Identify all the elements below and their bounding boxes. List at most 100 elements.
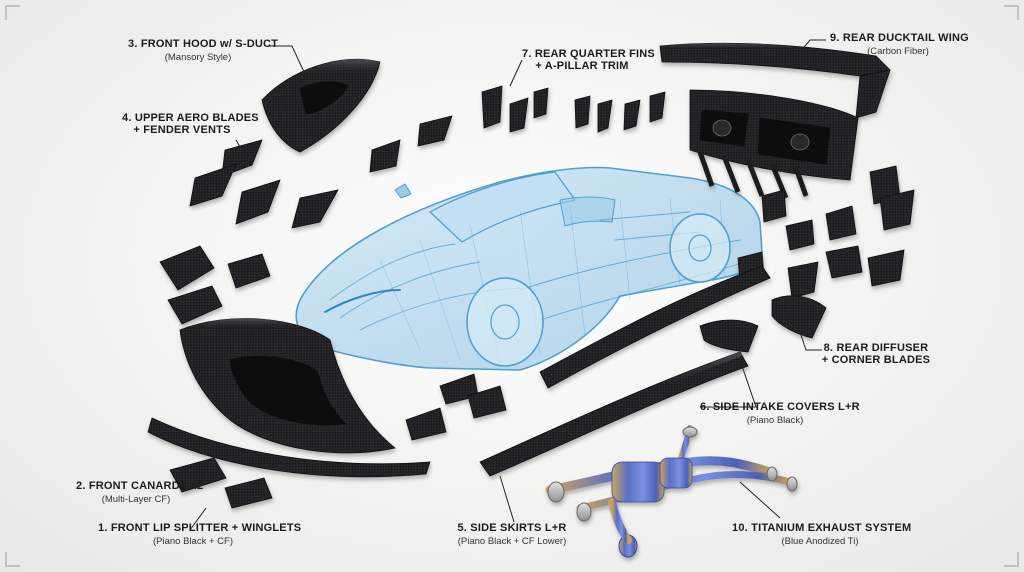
part-winglet-b xyxy=(224,477,273,509)
part-corner-blade-d xyxy=(761,189,787,223)
part-corner-blade-b xyxy=(879,189,915,231)
part-aero-blade-c xyxy=(235,179,281,225)
leader-front-canards xyxy=(189,477,207,489)
part-a-pillar-d xyxy=(649,91,666,123)
callout-upper-aero-title: 4. UPPER AERO BLADES xyxy=(122,112,259,124)
leader-rear-diffuser xyxy=(799,331,822,351)
callout-exhaust-sub: (Blue Anodized Ti) xyxy=(781,536,859,547)
callout-rear-quarter-title: 7. REAR QUARTER FINS xyxy=(522,48,655,60)
part-fender-vent-a xyxy=(369,139,401,173)
part-winglet-c xyxy=(405,407,447,441)
callout-rear-diffuser-sub: + CORNER BLADES xyxy=(821,354,931,366)
callout-front-canards-sub: (Multi-Layer CF) xyxy=(101,494,171,505)
part-side-intake-cover-b xyxy=(771,295,827,339)
car-front-wheel-hub xyxy=(490,304,520,340)
part-side-intake-cover-a xyxy=(699,319,759,353)
callout-front-canards: 2. FRONT CANARDS x2 (Multi-Layer CF) xyxy=(76,480,204,505)
part-quarter-fin-a xyxy=(481,85,503,129)
part-rear-light-a xyxy=(712,119,732,137)
callout-rear-diffuser: 8. REAR DIFFUSER + CORNER BLADES xyxy=(820,342,932,366)
callout-rear-wing-sub: (Carbon Fiber) xyxy=(867,46,929,57)
part-winglet-e xyxy=(467,385,507,419)
part-corner-blade-c xyxy=(825,205,857,241)
exhaust-flange-right-2 xyxy=(786,476,798,492)
car-front-wheel xyxy=(466,277,544,367)
leader-upper-aero xyxy=(235,139,249,161)
part-a-pillar-b xyxy=(597,99,613,133)
callout-rear-wing-title: 9. REAR DUCKTAIL WING xyxy=(830,32,969,44)
car-mirror xyxy=(394,183,412,199)
leader-exhaust xyxy=(739,481,781,519)
callout-front-canards-title: 2. FRONT CANARDS x2 xyxy=(76,480,204,492)
callout-side-intake-title: 6. SIDE INTAKE COVERS L+R xyxy=(700,401,860,413)
car-side-lines xyxy=(519,211,746,321)
exhaust-flange-right xyxy=(766,466,778,482)
callout-exhaust: 10. TITANIUM EXHAUST SYSTEM (Blue Anodiz… xyxy=(732,522,912,547)
callout-upper-aero-sub: + FENDER VENTS xyxy=(133,124,231,136)
callout-front-lip-title: 1. FRONT LIP SPLITTER + WINGLETS xyxy=(98,522,302,534)
callout-rear-quarter: 7. REAR QUARTER FINS + A-PILLAR TRIM xyxy=(522,48,655,72)
leader-lines xyxy=(189,39,826,531)
part-titanium-exhaust xyxy=(545,425,798,558)
callout-front-lip-sub: (Piano Black + CF) xyxy=(153,536,233,547)
part-canard-c xyxy=(227,253,271,289)
part-canard-b xyxy=(167,285,223,325)
exhaust-tip-b xyxy=(576,502,592,522)
callout-front-hood-title: 3. FRONT HOOD w/ S-DUCT xyxy=(128,38,279,50)
callout-rear-wing: 9. REAR DUCKTAIL WING (Carbon Fiber) xyxy=(830,32,969,57)
callout-side-intake: 6. SIDE INTAKE COVERS L+R (Piano Black) xyxy=(700,401,860,426)
exhaust-flange xyxy=(682,426,698,438)
callout-rear-diffuser-title: 8. REAR DIFFUSER xyxy=(823,342,929,354)
exhaust-downpipe xyxy=(608,498,632,544)
leader-rear-wing xyxy=(799,39,826,53)
part-a-pillar-a xyxy=(574,95,591,129)
part-corner-blade-h xyxy=(787,261,819,299)
part-rear-diffuser-recess xyxy=(699,109,831,165)
part-winglet-a xyxy=(169,457,227,493)
part-side-skirt-upper xyxy=(539,265,771,389)
callout-front-hood: 3. FRONT HOOD w/ S-DUCT (Mansory Style) xyxy=(128,38,279,63)
car-rear-wheel xyxy=(669,213,731,283)
part-canard-a xyxy=(159,245,215,291)
part-front-bumper-grille xyxy=(229,356,347,426)
leader-front-hood xyxy=(268,45,305,73)
part-rear-light-b xyxy=(790,133,810,151)
leader-side-intake xyxy=(700,359,757,408)
leader-side-skirts xyxy=(499,475,515,523)
car-headlight xyxy=(324,289,401,313)
part-aero-blade-d xyxy=(291,189,339,229)
part-quarter-fin-b xyxy=(509,97,529,133)
part-wing-endplate xyxy=(855,69,891,119)
part-front-lip-splitter xyxy=(147,417,431,478)
exhaust-tip-a xyxy=(547,481,565,503)
leader-front-lip xyxy=(189,507,207,531)
car-seats xyxy=(559,196,616,227)
carbon-parts xyxy=(147,42,915,509)
callout-side-skirts-title: 5. SIDE SKIRTS L+R xyxy=(457,522,567,534)
leader-rear-quarter xyxy=(509,59,523,87)
part-quarter-fin-c xyxy=(533,87,549,119)
car-wireframe xyxy=(295,166,763,371)
exhaust-muffler xyxy=(611,461,665,503)
frame-corner-marks xyxy=(5,5,1019,567)
callout-side-skirts: 5. SIDE SKIRTS L+R (Piano Black + CF Low… xyxy=(442,522,582,547)
part-aero-blade-b xyxy=(189,163,237,207)
callout-upper-aero: 4. UPPER AERO BLADES + FENDER VENTS xyxy=(122,112,259,136)
callout-side-intake-sub: (Piano Black) xyxy=(746,415,804,426)
callout-front-lip: 1. FRONT LIP SPLITTER + WINGLETS (Piano … xyxy=(98,522,302,547)
part-front-hood-sduct xyxy=(299,81,349,115)
callout-exhaust-title: 10. TITANIUM EXHAUST SYSTEM xyxy=(732,522,912,534)
part-corner-blade-g xyxy=(867,249,905,287)
exhaust-muffler-2 xyxy=(659,457,693,489)
car-rear-wheel-hub xyxy=(688,234,712,262)
part-fender-vent-b xyxy=(417,115,453,147)
callout-side-skirts-sub: (Piano Black + CF Lower) xyxy=(457,536,567,547)
part-corner-blade-e xyxy=(785,219,815,251)
callout-rear-quarter-sub: + A-PILLAR TRIM xyxy=(535,60,629,72)
part-diffuser-strakes xyxy=(697,151,809,199)
part-a-pillar-c xyxy=(623,99,641,131)
callout-front-hood-sub: (Mansory Style) xyxy=(164,52,232,63)
part-corner-blade-f xyxy=(825,245,863,279)
